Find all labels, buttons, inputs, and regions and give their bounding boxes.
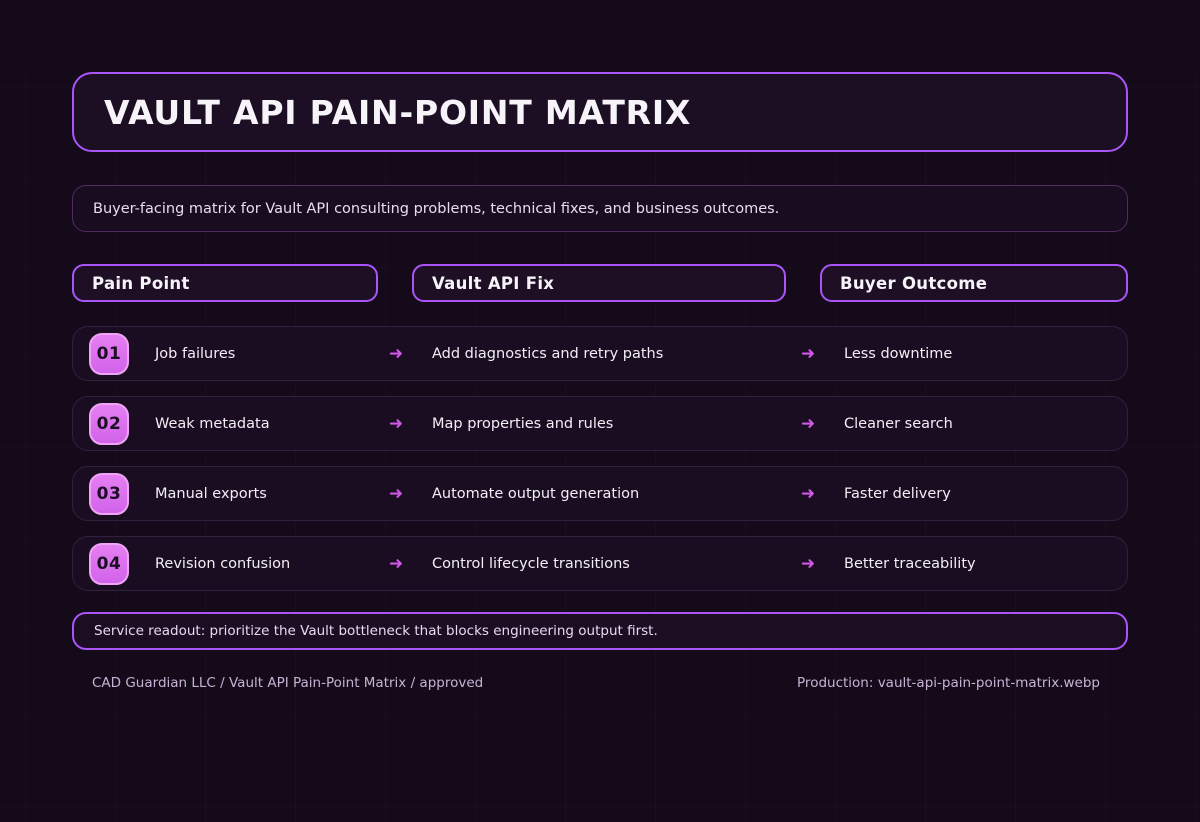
- column-header-pain-point: Pain Point: [72, 264, 378, 302]
- matrix-rows: 01 Job failures ➜ Add diagnostics and re…: [72, 326, 1128, 591]
- buyer-outcome-cell: Cleaner search: [844, 415, 953, 432]
- arrow-right-icon: ➜: [388, 343, 404, 364]
- title-banner: VAULT API PAIN-POINT MATRIX: [72, 72, 1128, 152]
- footer-right-text: Production: vault-api-pain-point-matrix.…: [797, 675, 1100, 691]
- page-title: VAULT API PAIN-POINT MATRIX: [104, 92, 692, 132]
- service-readout-text: Service readout: prioritize the Vault bo…: [94, 623, 658, 639]
- row-number-badge: 01: [89, 332, 129, 375]
- pain-point-cell: Manual exports: [155, 485, 267, 502]
- subtitle-text: Buyer-facing matrix for Vault API consul…: [93, 200, 780, 217]
- table-row: 04 Revision confusion ➜ Control lifecycl…: [72, 536, 1128, 591]
- arrow-right-icon: ➜: [388, 553, 404, 574]
- table-row: 01 Job failures ➜ Add diagnostics and re…: [72, 326, 1128, 381]
- buyer-outcome-cell: Less downtime: [844, 345, 953, 362]
- row-number-badge: 03: [89, 472, 129, 515]
- pain-point-cell: Revision confusion: [155, 555, 291, 572]
- arrow-right-icon: ➜: [800, 343, 816, 364]
- footer-left-text: CAD Guardian LLC / Vault API Pain-Point …: [92, 675, 484, 691]
- arrow-right-icon: ➜: [800, 553, 816, 574]
- row-number-badge: 02: [89, 402, 129, 445]
- vault-api-fix-cell: Control lifecycle transitions: [432, 555, 630, 572]
- service-readout-banner: Service readout: prioritize the Vault bo…: [72, 612, 1128, 650]
- table-row: 03 Manual exports ➜ Automate output gene…: [72, 466, 1128, 521]
- column-header-row: Pain Point Vault API Fix Buyer Outcome: [72, 264, 1128, 302]
- vault-api-fix-cell: Automate output generation: [432, 485, 640, 502]
- footer: CAD Guardian LLC / Vault API Pain-Point …: [72, 675, 1128, 691]
- vault-api-fix-cell: Map properties and rules: [432, 415, 614, 432]
- arrow-right-icon: ➜: [388, 413, 404, 434]
- matrix-page: VAULT API PAIN-POINT MATRIX Buyer-facing…: [0, 72, 1200, 691]
- row-number-badge: 04: [89, 542, 129, 585]
- column-header-buyer-outcome: Buyer Outcome: [820, 264, 1128, 302]
- arrow-right-icon: ➜: [388, 483, 404, 504]
- column-header-vault-api-fix: Vault API Fix: [412, 264, 786, 302]
- pain-point-cell: Weak metadata: [155, 415, 270, 432]
- pain-point-cell: Job failures: [155, 345, 236, 362]
- subtitle-banner: Buyer-facing matrix for Vault API consul…: [72, 185, 1128, 232]
- arrow-right-icon: ➜: [800, 483, 816, 504]
- table-row: 02 Weak metadata ➜ Map properties and ru…: [72, 396, 1128, 451]
- buyer-outcome-cell: Better traceability: [844, 555, 976, 572]
- vault-api-fix-cell: Add diagnostics and retry paths: [432, 345, 664, 362]
- buyer-outcome-cell: Faster delivery: [844, 485, 951, 502]
- arrow-right-icon: ➜: [800, 413, 816, 434]
